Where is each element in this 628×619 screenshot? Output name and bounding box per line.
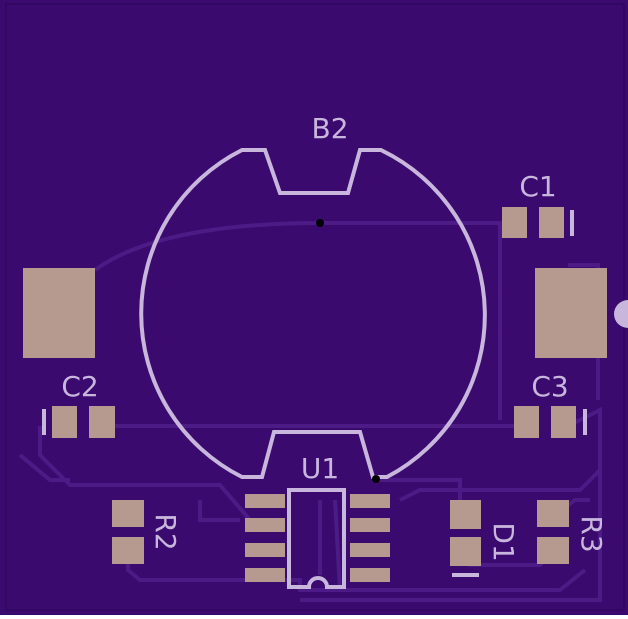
c3-capacitor: C3	[514, 370, 587, 438]
u1-pad	[350, 518, 390, 532]
u1-pad	[245, 494, 285, 508]
r3-resistor: R3	[537, 500, 608, 564]
c3-pad	[514, 406, 539, 438]
b2-battery-holder: B2	[139, 112, 487, 483]
trace	[93, 221, 321, 272]
trace	[300, 470, 602, 602]
u1-pad	[245, 543, 285, 557]
trace	[38, 426, 252, 522]
r3-pad	[537, 537, 569, 564]
c2-pad	[52, 406, 77, 438]
d1-diode: D1	[450, 500, 520, 577]
d1-label: D1	[487, 522, 520, 561]
board-edge-notch	[614, 300, 628, 328]
u1-pad	[245, 518, 285, 532]
u1-pad	[350, 568, 390, 582]
c2-label: C2	[61, 370, 98, 403]
r3-pad	[537, 500, 569, 527]
r2-pad	[112, 500, 144, 527]
c1-pad	[502, 207, 527, 238]
r2-label: R2	[149, 513, 182, 550]
u1-pad	[350, 494, 390, 508]
r2-resistor: R2	[112, 500, 182, 564]
d1-pad	[450, 537, 481, 566]
r3-label: R3	[575, 515, 608, 552]
c3-pad	[551, 406, 576, 438]
r2-pad	[112, 537, 144, 564]
u1-label: U1	[301, 452, 339, 485]
b2-pin-drill	[372, 475, 380, 483]
b2-label: B2	[311, 112, 348, 145]
u1-pad	[350, 543, 390, 557]
trace	[320, 221, 502, 280]
c1-pad	[539, 207, 564, 238]
b2-pin-drill	[316, 219, 324, 227]
c1-label: C1	[519, 170, 556, 203]
trace	[126, 548, 587, 592]
c3-label: C3	[531, 370, 568, 403]
d1-pad	[450, 500, 481, 529]
b2-outline	[139, 148, 487, 479]
trace	[399, 406, 602, 502]
c1-capacitor: C1	[502, 170, 574, 238]
u1-pad	[245, 568, 285, 582]
c2-capacitor: C2	[42, 370, 115, 438]
trace	[333, 499, 342, 591]
b2-pad-left	[23, 268, 95, 358]
u1-ic: U1	[245, 452, 390, 589]
b2-pad-right	[535, 268, 607, 358]
trace	[198, 500, 240, 522]
u1-body-outline	[287, 488, 346, 589]
trace	[18, 453, 70, 482]
c2-pad	[89, 406, 115, 438]
